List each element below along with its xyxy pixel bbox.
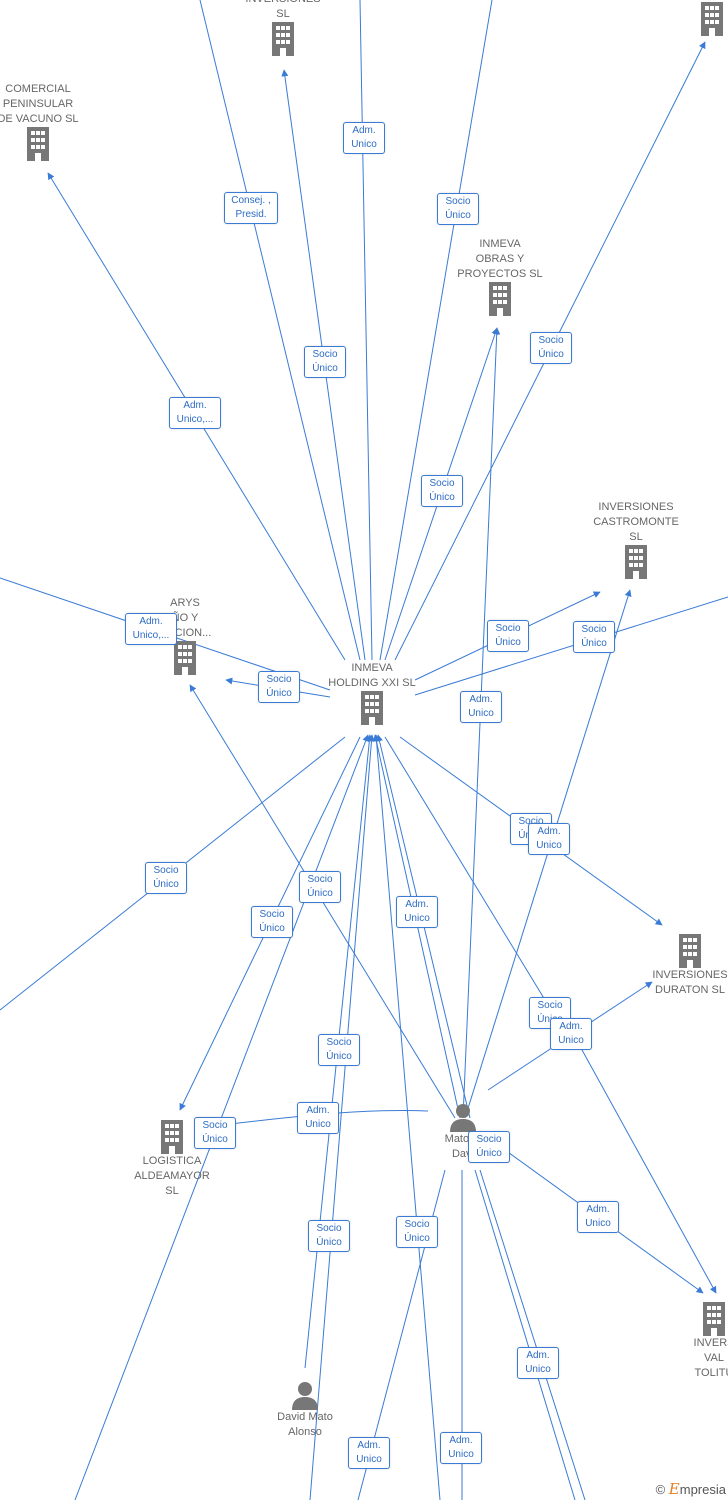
edge-label[interactable]: Adm. Unico — [396, 896, 438, 928]
edge-label[interactable]: Adm. Unico — [343, 122, 385, 154]
building-icon — [703, 1302, 725, 1336]
edge-label[interactable]: Socio Único — [468, 1131, 510, 1163]
edge-label[interactable]: Consej. , Presid. — [224, 192, 278, 224]
building-icon — [679, 934, 701, 968]
person-node-david-mato[interactable]: David Mato Alonso — [258, 1380, 352, 1440]
edge — [559, 1009, 717, 1294]
node-label: INMEVA HOLDING XXI SL — [328, 662, 416, 689]
edge — [384, 736, 546, 1001]
node-label: LOGISTICA ALDEAMAYOR SL — [134, 1155, 210, 1197]
edge-label[interactable]: Socio Único — [251, 906, 293, 938]
edge-label[interactable]: Adm. Unico — [297, 1102, 339, 1134]
edge-label[interactable]: Socio Único — [573, 621, 615, 653]
edge-label[interactable]: Socio Único — [299, 871, 341, 903]
edge — [479, 1169, 586, 1500]
node-label: David Mato Alonso — [277, 1411, 333, 1438]
node-label: INVERSIONES SL — [245, 0, 320, 20]
edge — [379, 0, 493, 661]
edge-label[interactable]: Socio Único — [396, 1216, 438, 1248]
edge-label[interactable]: Adm. Unico — [440, 1432, 482, 1464]
edge-label[interactable]: Socio Único — [318, 1034, 360, 1066]
edge-label[interactable]: Adm. Unico — [550, 1018, 592, 1050]
edge-label[interactable]: Socio Único — [530, 332, 572, 364]
edge-label[interactable]: Adm. Unico — [528, 823, 570, 855]
edge-label[interactable]: Socio Único — [194, 1117, 236, 1149]
brand-name: mpresia — [679, 1482, 726, 1497]
building-icon — [489, 282, 511, 316]
company-node-inmeva-obras[interactable]: INMEVA OBRAS Y PROYECTOS SL — [450, 237, 550, 316]
edge-label[interactable]: Socio Único — [487, 620, 529, 652]
company-node-inversiones-top[interactable]: INVERSIONES SL — [235, 0, 331, 56]
building-icon — [161, 1120, 183, 1154]
company-node-inmeva-holding[interactable]: INMEVA HOLDING XXI SL — [322, 661, 422, 725]
empresia-logo: © Empresia — [656, 1480, 726, 1498]
edge — [199, 0, 361, 661]
edge-label[interactable]: Socio Único — [421, 475, 463, 507]
company-node-duraton[interactable]: INVERSIONES DURATON SL — [642, 934, 728, 998]
edge — [462, 327, 501, 1119]
node-label: INMEVA OBRAS Y PROYECTOS SL — [457, 238, 543, 280]
node-label: INVERSIONES DURATON SL — [652, 969, 728, 996]
edge-label[interactable]: Adm. Unico — [517, 1347, 559, 1379]
edge-label[interactable]: Adm. Unico — [348, 1437, 390, 1469]
edge — [474, 1169, 576, 1500]
company-node-logistica[interactable]: LOGISTICA ALDEAMAYOR SL — [122, 1120, 222, 1199]
edge-label[interactable]: Adm. Unico — [577, 1201, 619, 1233]
building-icon — [272, 22, 294, 56]
person-icon — [450, 1104, 476, 1132]
company-node-inversiones-valtolitu[interactable]: INVERS VAL TOLITU — [684, 1302, 728, 1381]
building-icon — [625, 545, 647, 579]
edge — [414, 596, 728, 696]
edge — [359, 0, 373, 661]
node-label: INVERSIONES CASTROMONTE SL — [593, 501, 679, 543]
building-icon — [361, 691, 383, 725]
edge-label[interactable]: Socio Único — [304, 346, 346, 378]
company-node-castromonte[interactable]: INVERSIONES CASTROMONTE SL — [586, 500, 686, 579]
person-icon — [292, 1382, 318, 1410]
edge-label[interactable]: Socio Único — [308, 1220, 350, 1252]
edge — [373, 734, 441, 1500]
building-icon — [174, 641, 196, 675]
edge-label[interactable]: Socio Único — [145, 862, 187, 894]
node-label: INVERS VAL TOLITU — [693, 1337, 728, 1379]
edge-label[interactable]: Adm. Unico,... — [169, 397, 221, 429]
building-icon — [701, 2, 723, 36]
brand-initial: E — [668, 1480, 680, 1498]
edge-label[interactable]: Adm. Unico,... — [125, 613, 177, 645]
company-node-comercial-peninsular[interactable]: COMERCIAL PENINSULAR DE VACUNO SL — [0, 82, 88, 161]
edge-label[interactable]: Socio Único — [437, 193, 479, 225]
building-icon — [27, 127, 49, 161]
node-label: COMERCIAL PENINSULAR DE VACUNO SL — [0, 83, 79, 125]
edge — [309, 734, 375, 1500]
copyright-symbol: © — [655, 1482, 666, 1497]
edge-label[interactable]: Adm. Unico — [460, 691, 502, 723]
edge-label[interactable]: Socio Único — [258, 671, 300, 703]
company-node-top-right[interactable] — [697, 2, 727, 36]
